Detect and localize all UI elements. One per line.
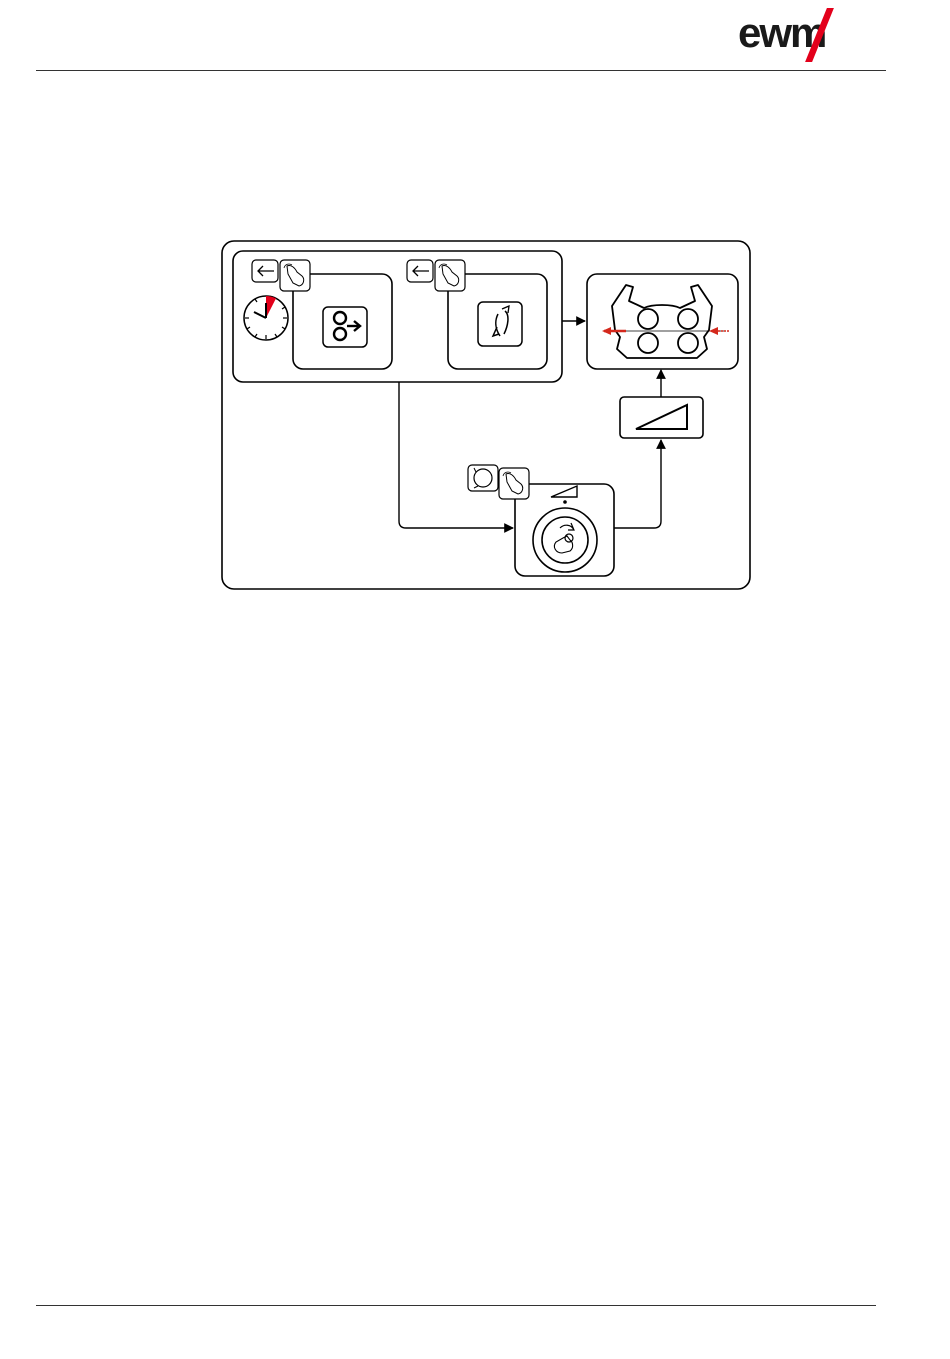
rotate-button-icon <box>468 465 498 491</box>
arrow-left-button-icon <box>407 260 433 282</box>
control-knob-box[interactable] <box>515 484 614 576</box>
ramp-box[interactable] <box>620 397 703 438</box>
press-hand-icon <box>435 260 465 291</box>
timer-icon <box>244 296 288 340</box>
wire-inching-icon <box>323 307 367 347</box>
footer-rule <box>36 1305 876 1306</box>
press-hand-icon <box>280 260 310 291</box>
wire-return-icon <box>478 302 522 346</box>
wire-feed-rollers-box[interactable] <box>587 274 738 369</box>
press-hand-icon <box>499 468 529 499</box>
rotary-knob-icon <box>533 508 597 572</box>
arrow-left-button-icon <box>252 260 278 282</box>
